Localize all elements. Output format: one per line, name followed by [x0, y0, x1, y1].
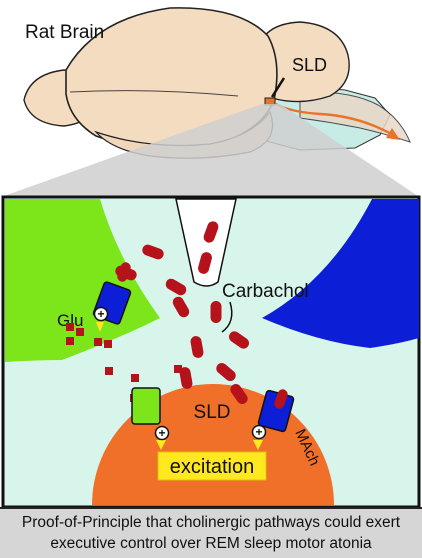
carbachol-molecule: [142, 244, 164, 260]
caption-line-2: executive control over REM sleep motor a…: [50, 535, 372, 552]
zoom-wedge: [4, 104, 418, 196]
glutamate-molecule: [104, 340, 112, 348]
glutamatergic-neuron-shape: [5, 199, 160, 362]
excitatory-plus-icon: [251, 424, 267, 440]
receptor-body: [131, 387, 161, 425]
carbachol-molecule: [203, 221, 219, 243]
caption-line-1: Proof-of-Principle that cholinergic path…: [21, 514, 401, 531]
glu-label: Glu: [57, 311, 83, 330]
mechanism-panel: excitation Carbachol Glu SLD MAch: [1, 195, 421, 507]
excitatory-plus-icon: [93, 306, 109, 322]
receptors-layer: + + +: [92, 262, 295, 450]
carbachol-molecule: [216, 362, 236, 382]
carbachol-molecules: [115, 221, 250, 405]
excitation-arrow: [96, 322, 104, 332]
excitation-arrow: [253, 440, 263, 450]
rat-brain-label: Rat Brain: [25, 22, 104, 43]
carbachol-molecule: [172, 296, 190, 318]
bound-carbachol: [274, 389, 288, 409]
cholinergic-neuron-shape: [262, 199, 419, 348]
carbachol-label: Carbachol: [222, 281, 309, 302]
figure-caption: Proof-of-Principle that cholinergic path…: [0, 507, 422, 558]
plus-symbol: +: [97, 307, 104, 321]
sld-pointer-line: [270, 77, 286, 98]
carbachol-molecule: [198, 252, 212, 274]
glutamate-molecule: [66, 323, 74, 331]
sld-region-label: SLD: [292, 55, 327, 75]
arrowhead: [386, 128, 400, 140]
glutamate-molecule: [66, 337, 74, 345]
glutamate-molecule: [76, 328, 84, 336]
glutamate-molecule: [131, 374, 139, 382]
bound-carbachol: [117, 262, 131, 282]
glutamate-molecule: [105, 367, 113, 375]
excitation-box: [157, 451, 267, 481]
glutamate-molecule: [94, 338, 102, 346]
carbachol-molecule: [190, 336, 204, 358]
carbachol-molecule: [179, 367, 193, 389]
excitation-label: excitation: [170, 456, 255, 478]
carbachol-molecule: [230, 383, 248, 405]
sld-region-marker: [264, 97, 276, 106]
excitatory-plus-icon: [154, 425, 170, 441]
plus-symbol: +: [255, 425, 262, 439]
excitation-arrow: [156, 440, 166, 450]
receptor: +: [131, 387, 170, 450]
drug-pipette: [175, 198, 237, 287]
carbachol-molecule: [165, 278, 187, 296]
cortex-sulcus-line: [69, 90, 239, 97]
plus-symbol: +: [158, 426, 165, 440]
glutamate-molecule: [174, 365, 182, 373]
carbachol-molecule: [228, 331, 250, 349]
receptor: +: [251, 389, 295, 450]
sld-nucleus-label: SLD: [194, 402, 231, 423]
rat-brain-illustration: Rat Brain SLD: [23, 7, 411, 159]
receptor: +: [92, 262, 132, 332]
figure-canvas: Rat Brain SLD excitation Carbachol Glu S…: [1, 7, 421, 507]
carbachol-molecule: [210, 301, 222, 323]
carbachol-pointer-line: [221, 301, 233, 333]
